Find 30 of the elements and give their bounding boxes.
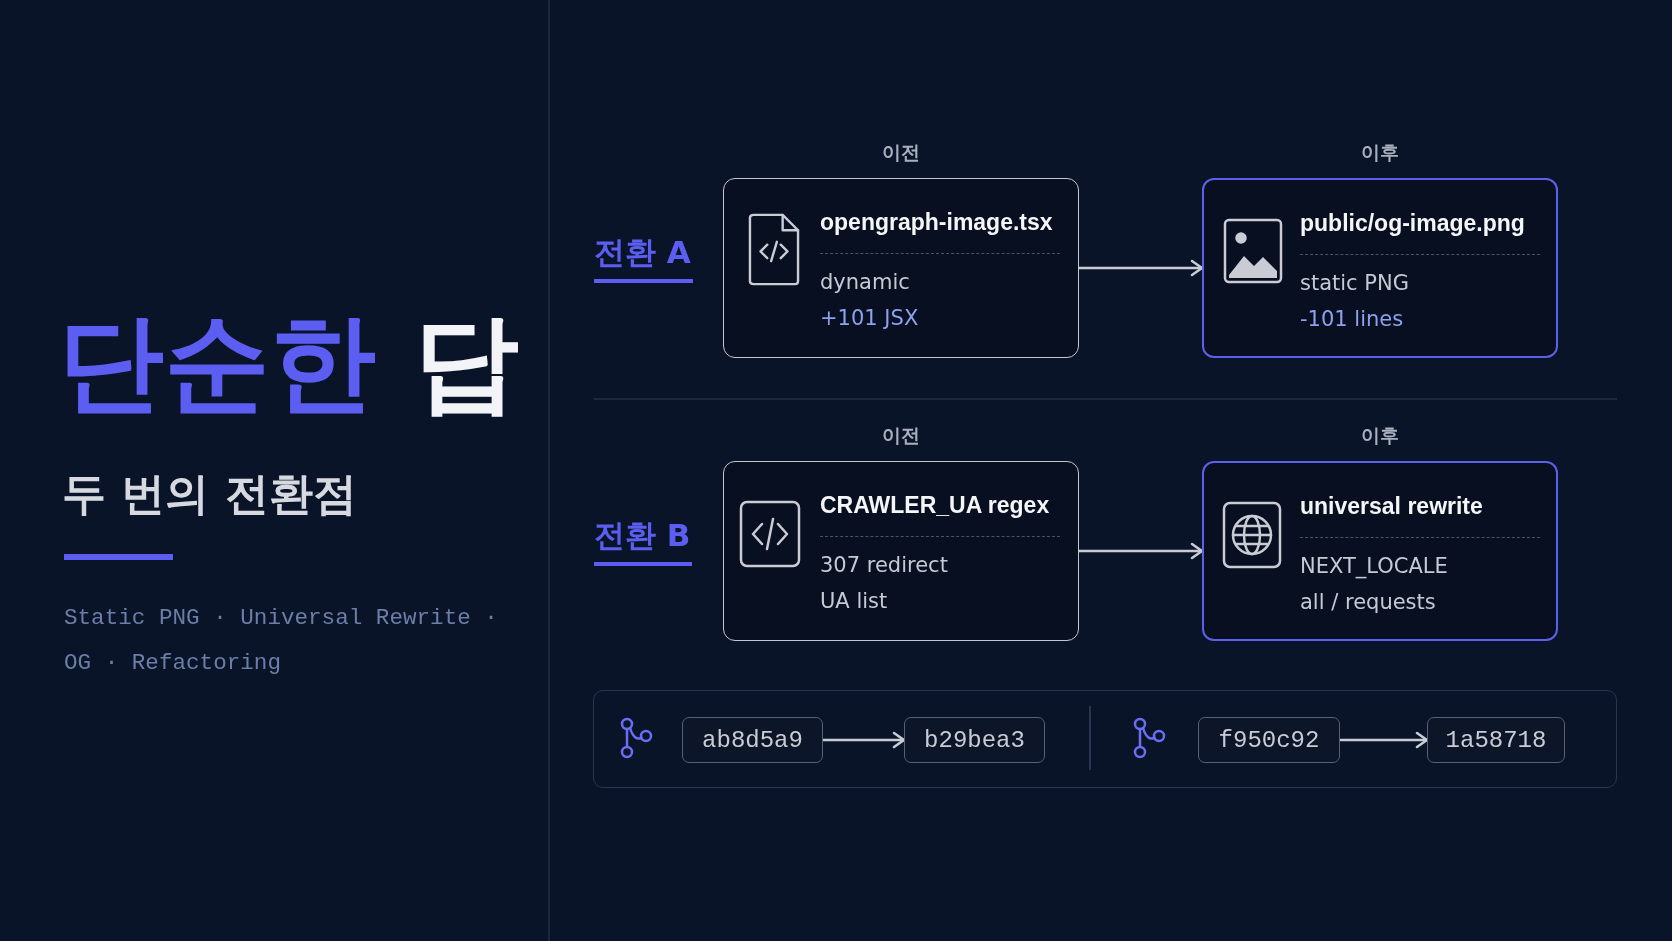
commit-panel <box>593 690 1617 788</box>
card-title: CRAWLER_UA regex <box>820 491 1051 520</box>
arrow <box>1077 259 1204 277</box>
row-label: 전환 B <box>594 516 691 555</box>
diff-stat: -101 lines <box>1300 306 1405 333</box>
column-heading: 이전 <box>882 424 920 446</box>
subtitle: 두 번의 전환점 <box>62 467 357 521</box>
detail-text: NEXT_LOCALE <box>1300 553 1449 581</box>
detail-text: all / requests <box>1300 589 1437 616</box>
column-heading: 이후 <box>1361 424 1399 446</box>
commit-hash-chip: ab8d5a9 <box>682 717 823 763</box>
arrow <box>1077 542 1204 560</box>
row-label: 전환 A <box>594 233 691 272</box>
commit-hash-chip: b29bea3 <box>904 717 1045 763</box>
commit-hash-chip: 1a58718 <box>1427 717 1565 763</box>
detail-text: 307 redirect <box>820 552 949 579</box>
title: 단순한 답 <box>57 300 520 426</box>
detail-text: dynamic <box>820 269 911 296</box>
diff-stat: +101 JSX <box>820 305 920 332</box>
card-title: opengraph-image.tsx <box>820 208 1054 237</box>
card-title: universal rewrite <box>1300 492 1484 521</box>
tag-list: Static PNG · Universal Rewrite · OG · Refactoring <box>64 596 514 686</box>
column-heading: 이전 <box>882 141 920 163</box>
card-title: public/og-image.png <box>1300 209 1526 238</box>
commit-hash-chip: f950c92 <box>1198 717 1340 763</box>
column-heading: 이후 <box>1361 141 1399 163</box>
arrow <box>1338 731 1429 749</box>
arrow <box>821 731 906 749</box>
detail-text: static PNG <box>1300 270 1410 297</box>
detail-text: UA list <box>820 588 889 615</box>
